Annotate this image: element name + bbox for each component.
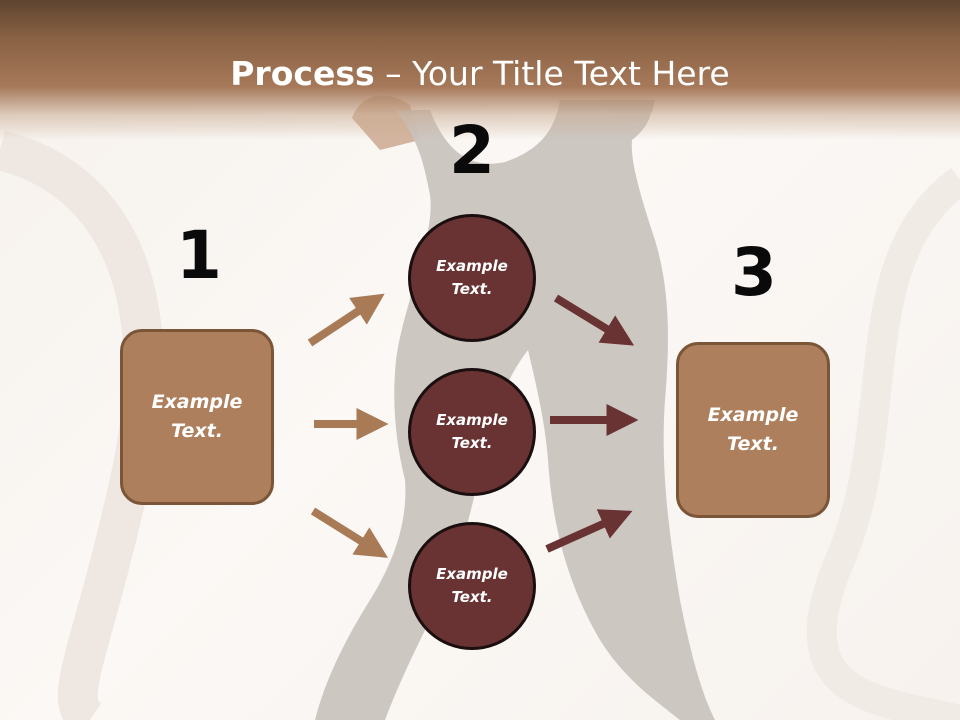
arrow-2c-to-3 bbox=[545, 509, 633, 553]
title-bold: Process bbox=[230, 54, 375, 93]
step-1-box: Example Text. bbox=[120, 329, 274, 505]
background-curve bbox=[806, 167, 960, 720]
step-3-text: Example Text. bbox=[707, 404, 799, 455]
step-2-circle-3: Example Text. bbox=[408, 522, 536, 650]
step-2-text-1: Example Text. bbox=[436, 257, 508, 298]
step-2-text-2: Example Text. bbox=[436, 411, 508, 452]
slide-title: Process – Your Title Text Here bbox=[0, 52, 960, 96]
arrow-1-to-2a bbox=[307, 293, 385, 347]
arrow-2a-to-3 bbox=[553, 294, 635, 346]
title-rest: – Your Title Text Here bbox=[374, 54, 730, 93]
step-2-text-3: Example Text. bbox=[436, 565, 508, 606]
step-number-1: 1 bbox=[176, 217, 222, 294]
step-number-3: 3 bbox=[731, 234, 777, 311]
step-number-2: 2 bbox=[449, 112, 495, 189]
arrow-1-to-2c bbox=[310, 507, 388, 558]
step-2-circle-1: Example Text. bbox=[408, 214, 536, 342]
step-2-circle-2: Example Text. bbox=[408, 368, 536, 496]
step-1-text: Example Text. bbox=[151, 391, 243, 442]
header-band bbox=[0, 0, 960, 140]
step-3-box: Example Text. bbox=[676, 342, 830, 518]
